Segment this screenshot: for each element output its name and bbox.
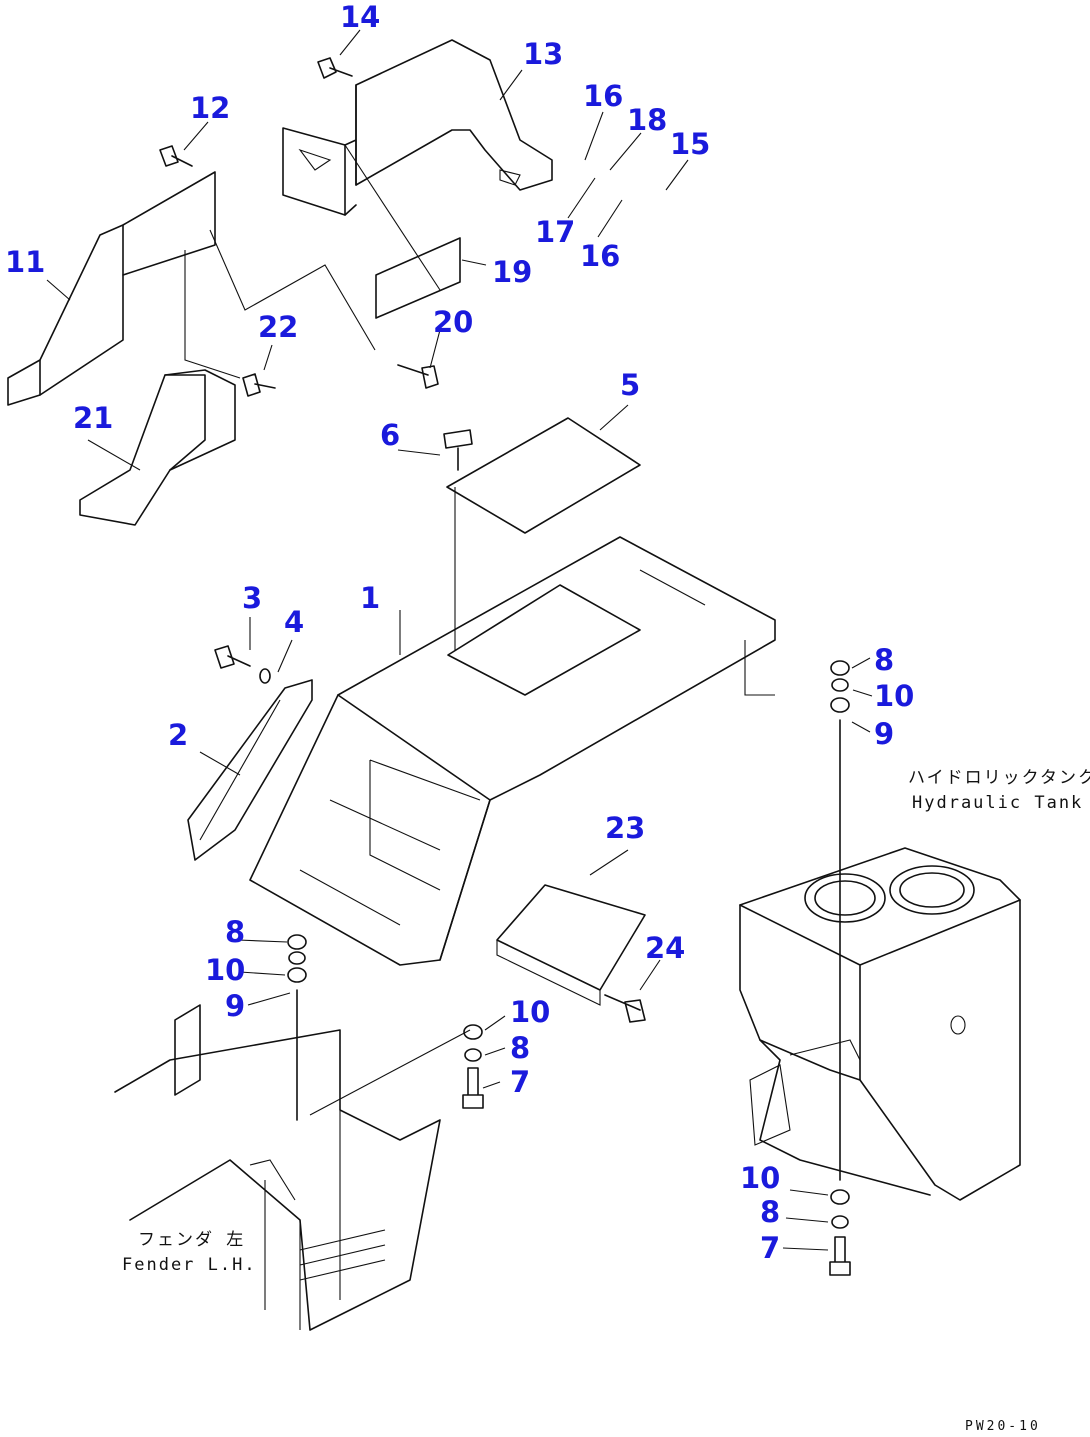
callout-9-right: 9 bbox=[874, 717, 894, 751]
part-22-bolt bbox=[242, 373, 276, 397]
part-2-side-plate bbox=[187, 679, 313, 861]
callout-22: 22 bbox=[258, 310, 298, 344]
callout-5: 5 bbox=[620, 368, 640, 402]
callout-16-bottom: 16 bbox=[580, 239, 620, 273]
part-11-bracket bbox=[7, 171, 216, 406]
hydraulic-tank-label-en: Hydraulic Tank bbox=[912, 793, 1083, 813]
fender-label-en: Fender L.H. bbox=[122, 1255, 257, 1275]
part-14-bolt bbox=[317, 57, 353, 79]
callout-1: 1 bbox=[360, 581, 380, 615]
callout-4: 4 bbox=[284, 605, 304, 639]
part-6-bolt bbox=[443, 429, 473, 471]
callout-8-middle: 8 bbox=[510, 1031, 530, 1065]
callout-10-right-bottom: 10 bbox=[740, 1161, 780, 1195]
callout-7-middle: 7 bbox=[510, 1065, 530, 1099]
drawing-code: PW20-10 bbox=[965, 1419, 1041, 1434]
part-20-bolt bbox=[397, 364, 439, 389]
callout-3: 3 bbox=[242, 581, 262, 615]
part-1-main-cover bbox=[249, 536, 776, 966]
hardware-stack-left bbox=[287, 934, 307, 1121]
hardware-stack-middle bbox=[462, 1024, 484, 1109]
part-21-bracket bbox=[79, 369, 236, 526]
part-3-bolt bbox=[214, 645, 251, 669]
hardware-stack-right bbox=[829, 660, 851, 1276]
hydraulic-tank bbox=[739, 847, 1021, 1201]
callout-18: 18 bbox=[627, 103, 667, 137]
part-19-plate bbox=[375, 237, 461, 319]
callout-20: 20 bbox=[433, 305, 473, 339]
callout-2: 2 bbox=[168, 718, 188, 752]
part-12-bolt bbox=[159, 145, 193, 167]
fender-label-jp: フェンダ 左 bbox=[138, 1230, 245, 1250]
callout-6: 6 bbox=[380, 418, 400, 452]
callout-10-left: 10 bbox=[205, 953, 245, 987]
callout-17: 17 bbox=[535, 215, 575, 249]
callout-12: 12 bbox=[190, 91, 230, 125]
callout-16-top: 16 bbox=[583, 79, 623, 113]
callout-9-left: 9 bbox=[225, 989, 245, 1023]
part-23-plate bbox=[496, 884, 646, 1006]
part-13-bracket bbox=[282, 39, 553, 216]
callout-15: 15 bbox=[670, 127, 710, 161]
callout-10-right-top: 10 bbox=[874, 679, 914, 713]
callout-23: 23 bbox=[605, 811, 645, 845]
fender-lh bbox=[114, 1004, 471, 1331]
callout-21: 21 bbox=[73, 401, 113, 435]
callout-11: 11 bbox=[5, 245, 45, 279]
part-24-bolt bbox=[604, 994, 646, 1023]
callout-8-right-top: 8 bbox=[874, 643, 894, 677]
callout-10-middle: 10 bbox=[510, 995, 550, 1029]
callout-8-right-bottom: 8 bbox=[760, 1195, 780, 1229]
part-5-cover-plate bbox=[446, 417, 641, 534]
part-4-washer bbox=[259, 668, 271, 684]
hydraulic-tank-label-jp: ハイドロリックタンク bbox=[908, 768, 1090, 788]
callout-7-right: 7 bbox=[760, 1231, 780, 1265]
callout-24: 24 bbox=[645, 931, 685, 965]
callout-8-left: 8 bbox=[225, 915, 245, 949]
callout-14: 14 bbox=[340, 0, 380, 34]
callout-19: 19 bbox=[492, 255, 532, 289]
callout-13: 13 bbox=[523, 37, 563, 71]
